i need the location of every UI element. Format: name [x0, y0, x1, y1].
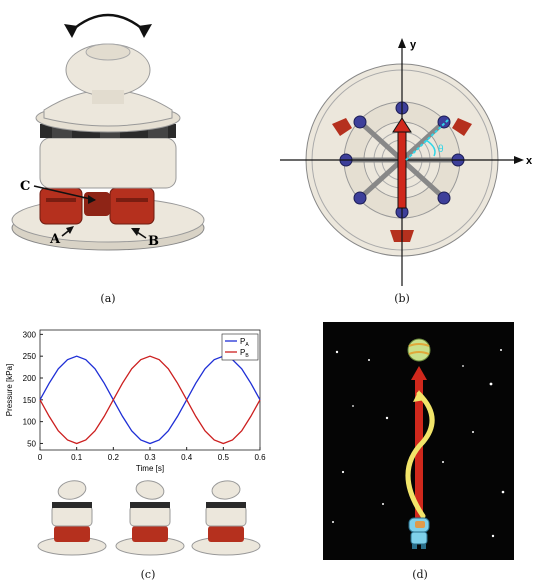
- robot-snapshot-1: [37, 480, 107, 556]
- series-line-P_B: [39, 355, 261, 445]
- x-tick-label: 0.2: [108, 453, 120, 462]
- caption-c: (c): [140, 568, 156, 581]
- top-view-b: y x θ: [280, 38, 533, 286]
- axis-x-label: x: [526, 155, 533, 167]
- caption-b: (b): [394, 292, 410, 305]
- pressure-chart: 50 100 150 200 250 300 0 0.1 0.2 0.3 0.4 0.5 0.6Time…: [5, 329, 266, 473]
- heading-arrow-icon: [392, 117, 412, 133]
- planet-icon: [407, 338, 431, 362]
- target-arrow-icon: [411, 366, 427, 380]
- legend-label: PB: [240, 348, 249, 359]
- y-tick-label: 100: [23, 418, 37, 427]
- legend-box: [221, 333, 259, 361]
- panel-b: y x θ (b): [272, 30, 533, 310]
- rotate-arrow-left-icon: [64, 24, 78, 38]
- space-game-d: [323, 322, 514, 560]
- x-tick-label: 0.4: [181, 453, 193, 462]
- x-axis-arrow-icon: [514, 156, 524, 164]
- arrow-b-icon: [131, 228, 140, 236]
- x-tick-label: 0.1: [71, 453, 83, 462]
- y-tick-label: 300: [23, 330, 37, 339]
- joint-lr-icon: [437, 191, 451, 205]
- robot-render-a: C A B: [11, 13, 205, 251]
- path-arrow-icon: [413, 390, 425, 402]
- legend-label: PA: [240, 337, 249, 348]
- label-c: C: [20, 179, 30, 194]
- y-tick-label: 150: [23, 396, 37, 405]
- x-tick-label: 0.3: [144, 453, 156, 462]
- robot-snapshot-2: [115, 480, 185, 556]
- x-axis-label: Time [s]: [136, 464, 164, 473]
- y-tick-label: 250: [23, 352, 37, 361]
- caption-d: (d): [412, 568, 428, 581]
- axis-y-label: y: [410, 39, 417, 51]
- joint-ll-icon: [353, 191, 367, 205]
- panel-a: C A B (a): [0, 0, 220, 305]
- joint-ur-icon: [437, 115, 451, 129]
- arrow-a-icon: [66, 226, 74, 234]
- astronaut-icon: [408, 517, 430, 549]
- label-b: B: [148, 234, 159, 249]
- y-axis-arrow-icon: [398, 38, 406, 48]
- y-tick-label: 50: [27, 439, 36, 448]
- joint-ul-icon: [353, 115, 367, 129]
- y-tick-label: 200: [23, 374, 37, 383]
- angle-theta-label: θ: [438, 144, 444, 155]
- arrow-c-icon: [88, 195, 96, 204]
- y-axis-label: Pressure [kPa]: [5, 364, 14, 416]
- caption-a: (a): [100, 292, 116, 305]
- series-line-P_A: [39, 355, 261, 445]
- robot-snapshot-3: [191, 480, 261, 556]
- robot-snapshots: [37, 480, 261, 556]
- x-tick-label: 0.6: [254, 453, 266, 462]
- x-tick-label: 0: [38, 453, 43, 462]
- rotate-arrow-right-icon: [138, 24, 152, 38]
- panel-d: (d): [288, 318, 533, 582]
- x-tick-label: 0.5: [218, 453, 230, 462]
- label-a: A: [49, 232, 61, 247]
